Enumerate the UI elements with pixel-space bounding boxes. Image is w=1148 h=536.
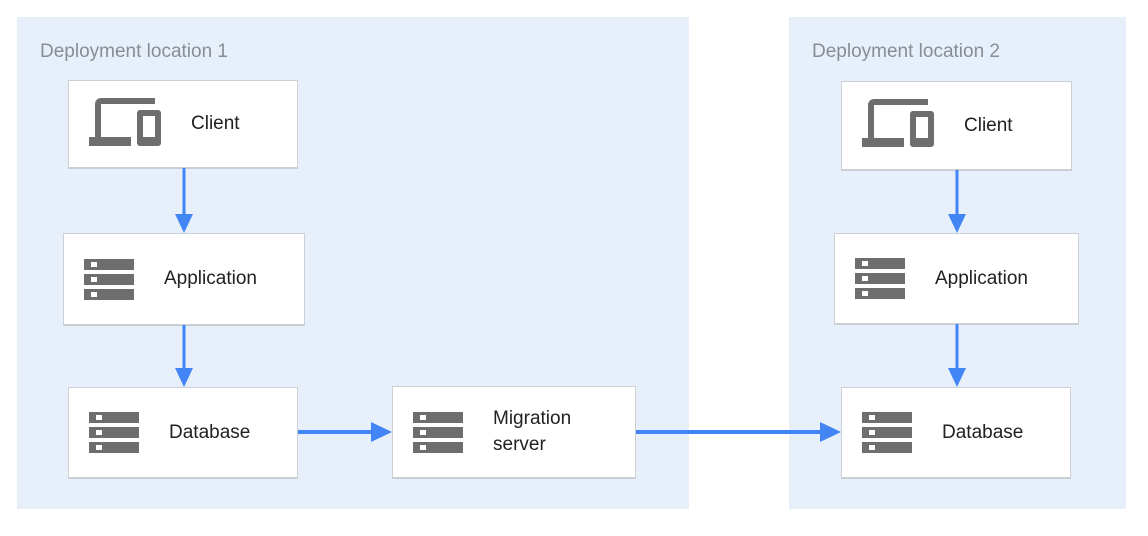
- arrow-application1-to-database1: [175, 325, 193, 387]
- server-stack-icon: [855, 258, 905, 299]
- deployment-location-2-title: Deployment location 2: [812, 41, 1000, 62]
- arrow-client1-to-application1: [175, 168, 193, 233]
- arrow-migration-server-to-database2: [636, 421, 841, 443]
- server-stack-icon: [84, 258, 134, 300]
- server-stack-icon: [89, 412, 139, 453]
- node-client-2: Client: [841, 81, 1072, 170]
- node-label: Client: [191, 113, 240, 134]
- node-label: Client: [964, 114, 1013, 136]
- node-label: Application: [935, 267, 1028, 289]
- devices-icon: [862, 99, 934, 152]
- node-label: Database: [942, 421, 1024, 443]
- arrow-database1-to-migration-server: [298, 421, 392, 443]
- devices-icon: [89, 97, 161, 151]
- node-label: Migration server: [493, 408, 572, 455]
- node-application-2: Application: [834, 233, 1079, 324]
- node-database-1: Database: [68, 387, 298, 478]
- node-database-2: Database: [841, 387, 1071, 478]
- node-client-1: Client: [68, 80, 298, 168]
- server-stack-icon: [862, 412, 912, 453]
- node-label: Application: [164, 268, 257, 289]
- deployment-location-1-title: Deployment location 1: [40, 41, 228, 62]
- node-migration-server: Migration server: [392, 386, 636, 478]
- node-label: Database: [169, 421, 251, 443]
- node-application-1: Application: [63, 233, 305, 325]
- arrow-client2-to-application2: [948, 170, 966, 233]
- arrow-application2-to-database2: [948, 324, 966, 387]
- server-stack-icon: [413, 411, 463, 453]
